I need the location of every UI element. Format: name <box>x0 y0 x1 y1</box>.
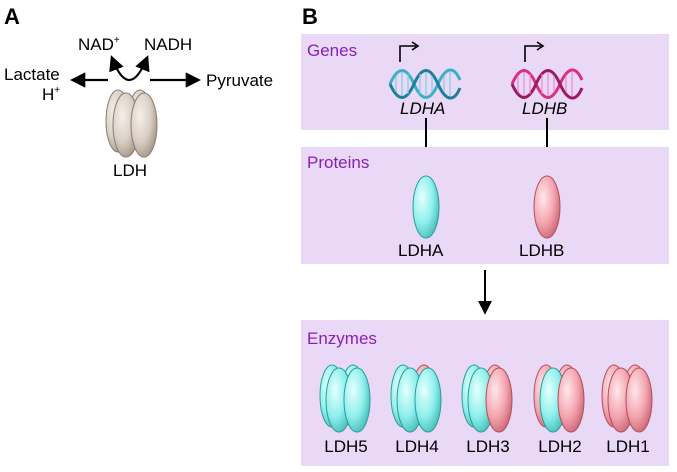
isozyme-label: LDH4 <box>395 437 438 456</box>
proteins-box <box>301 147 669 264</box>
nadh-label: NADH <box>144 35 192 54</box>
isozyme-ldh2-icon <box>533 364 585 433</box>
ldhb-subunit <box>557 367 585 433</box>
nad-label: NAD+ <box>78 35 120 54</box>
cofactor-curved-arrow <box>109 55 150 81</box>
isozyme-ldh1-icon <box>601 364 653 433</box>
isozyme-ldh5-icon <box>319 364 371 433</box>
ldha-gene-label: LDHA <box>400 99 445 118</box>
genes-section-title: Genes <box>307 41 357 60</box>
ldha-subunit <box>343 367 371 433</box>
ldhb-gene-dna-icon <box>510 41 584 100</box>
proton-label: H+ <box>42 85 60 104</box>
panel-b-letter: B <box>302 4 318 29</box>
panel-a-letter: A <box>4 4 20 29</box>
ldha-protein-label: LDHA <box>398 241 444 260</box>
pyruvate-label: Pyruvate <box>206 71 273 90</box>
isozyme-label: LDH5 <box>324 437 367 456</box>
ldha-gene-dna-icon <box>388 41 462 100</box>
enzymes-section-title: Enzymes <box>307 329 377 348</box>
isozyme-row: LDH5 LDH4 LDH3 LDH2 LDH1 <box>319 364 653 456</box>
ldhb-protein-subunit <box>533 175 561 239</box>
proteins-section-title: Proteins <box>307 153 369 172</box>
lactate-label: Lactate <box>4 65 60 84</box>
ldh-label: LDH <box>113 161 147 180</box>
isozyme-ldh4-icon <box>390 364 442 433</box>
isozyme-label: LDH1 <box>606 437 649 456</box>
ldhb-gene-label: LDHB <box>522 99 567 118</box>
isozyme-label: LDH2 <box>538 437 581 456</box>
genes-box <box>301 34 669 130</box>
ldha-subunit <box>414 367 442 433</box>
ldhb-subunit <box>625 367 653 433</box>
ldha-protein-subunit <box>412 175 440 239</box>
ldhb-subunit <box>485 367 513 433</box>
ldhb-protein-label: LDHB <box>519 241 564 260</box>
ldh-enzyme-icon <box>105 89 158 158</box>
isozyme-ldh3-icon <box>461 364 513 433</box>
isozyme-label: LDH3 <box>466 437 509 456</box>
